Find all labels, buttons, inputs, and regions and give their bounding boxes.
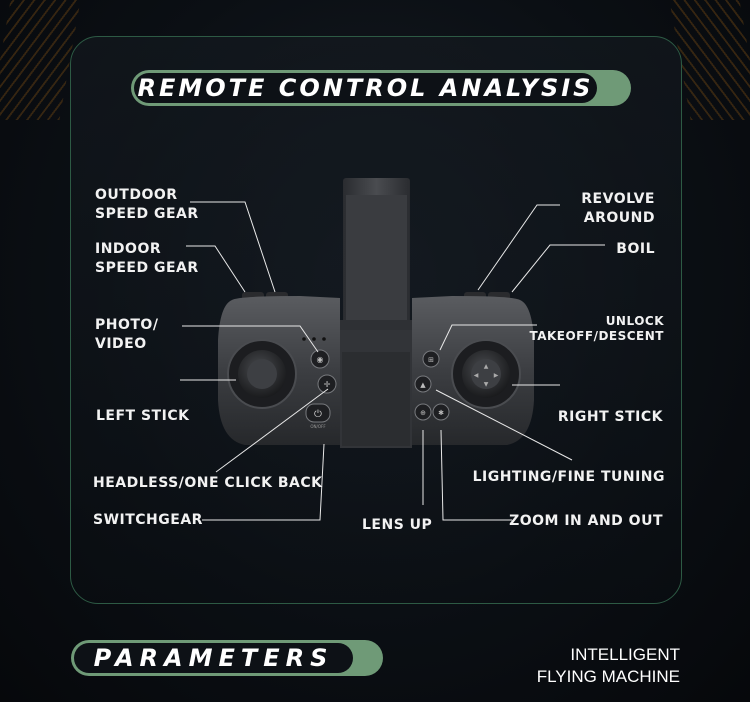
unlock-button: ⊞ xyxy=(422,350,440,368)
brand-line-2: FLYING MACHINE xyxy=(536,667,680,686)
photo-video-button: ◉ xyxy=(310,349,330,369)
svg-text:✱: ✱ xyxy=(438,409,444,417)
parameters-heading: PARAMETERS xyxy=(93,644,334,672)
label-lens-up: LENS UP xyxy=(362,517,433,533)
parameters-banner: PARAMETERS xyxy=(71,640,383,676)
label-right-stick: RIGHT STICK xyxy=(557,409,663,425)
svg-text:◉: ◉ xyxy=(317,355,324,364)
label-switchgear: SWITCHGEAR xyxy=(93,512,203,528)
label-photo-video: PHOTO/VIDEO xyxy=(95,317,159,352)
svg-text:▲: ▲ xyxy=(420,381,426,389)
svg-text:⊞: ⊞ xyxy=(428,356,434,364)
svg-text:◀: ◀ xyxy=(474,372,479,379)
label-headless: HEADLESS/ONE CLICK BACK xyxy=(93,475,323,491)
headless-button: ✛ xyxy=(317,374,337,394)
svg-text:⊕: ⊕ xyxy=(420,409,426,417)
right-stick: ▲ ▼ ◀ ▶ xyxy=(451,339,521,409)
svg-text:⏻: ⏻ xyxy=(314,409,322,420)
label-boil: BOIL xyxy=(616,241,655,257)
brand-line-1: INTELLIGENT xyxy=(570,645,680,664)
left-stick xyxy=(227,339,297,409)
title-banner: REMOTE CONTROL ANALYSIS xyxy=(131,70,631,106)
label-left-stick: LEFT STICK xyxy=(96,408,190,424)
svg-text:✛: ✛ xyxy=(324,380,331,389)
power-button: ⏻ ON/OFF xyxy=(305,403,331,429)
label-lighting-fine-tuning: LIGHTING/FINE TUNING xyxy=(472,469,665,485)
label-zoom: ZOOM IN AND OUT xyxy=(509,513,663,529)
brand-tagline: INTELLIGENT FLYING MACHINE xyxy=(537,644,680,688)
zoom-button: ⊕ xyxy=(414,403,432,421)
page-title: REMOTE CONTROL ANALYSIS xyxy=(137,74,594,102)
power-label: ON/OFF xyxy=(310,424,326,429)
svg-text:▲: ▲ xyxy=(484,363,489,370)
lens-up-button: ▲ xyxy=(414,375,432,393)
indicator-leds xyxy=(302,337,326,341)
svg-text:▼: ▼ xyxy=(484,381,489,388)
phone-holder xyxy=(338,178,415,334)
lighting-button: ✱ xyxy=(432,403,450,421)
svg-text:▶: ▶ xyxy=(494,372,499,379)
callout-lines xyxy=(180,201,605,521)
